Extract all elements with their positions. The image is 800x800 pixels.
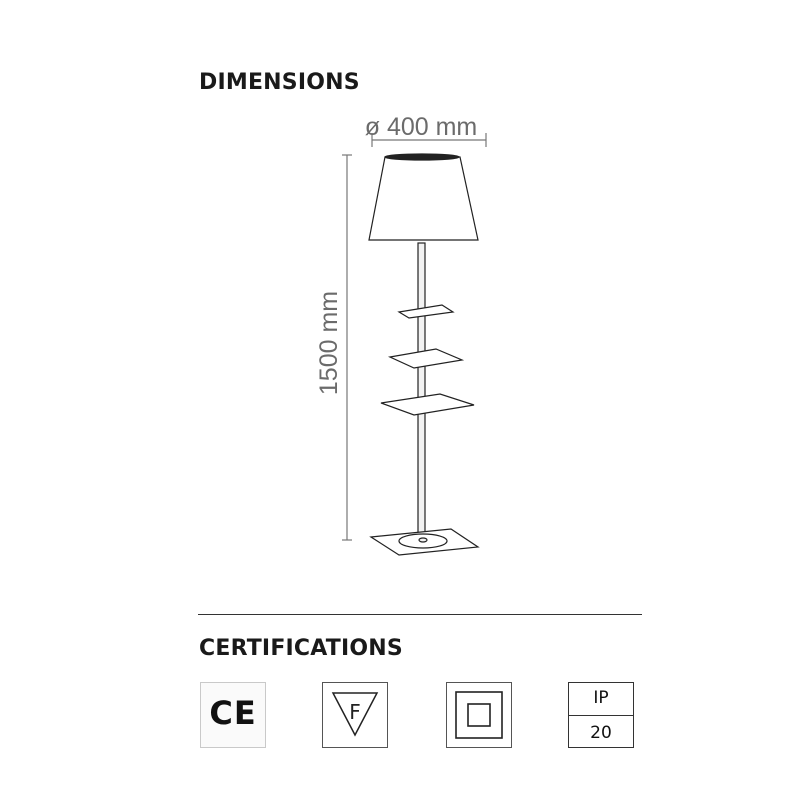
diameter-label: ø 400 mm xyxy=(365,113,478,141)
double-insulation-icon xyxy=(446,682,512,748)
ce-mark-text: CE xyxy=(209,694,257,732)
shelf-bottom xyxy=(380,393,475,416)
lampshade-top xyxy=(384,153,460,161)
ip-rating-icon: IP 20 xyxy=(568,682,634,748)
ip-rating-separator xyxy=(569,715,633,716)
lampshade xyxy=(368,156,479,241)
ip-rating-value: 20 xyxy=(590,723,612,743)
f-mark-text: F xyxy=(349,700,361,724)
height-label: 1500 mm xyxy=(315,291,343,395)
shelf-top xyxy=(397,304,455,319)
certifications-heading: CERTIFICATIONS xyxy=(199,636,403,661)
section-divider xyxy=(198,614,642,615)
lamp-pole xyxy=(417,242,426,534)
diameter-dimension-line xyxy=(371,133,487,147)
lamp-drawing xyxy=(368,153,480,556)
ip-rating-label: IP xyxy=(593,688,609,708)
shelf-middle xyxy=(387,348,465,369)
ce-mark-icon: CE xyxy=(200,682,266,748)
f-mark-icon: F xyxy=(322,682,388,748)
dimensions-heading: DIMENSIONS xyxy=(199,70,360,95)
height-dimension-line xyxy=(342,154,352,541)
